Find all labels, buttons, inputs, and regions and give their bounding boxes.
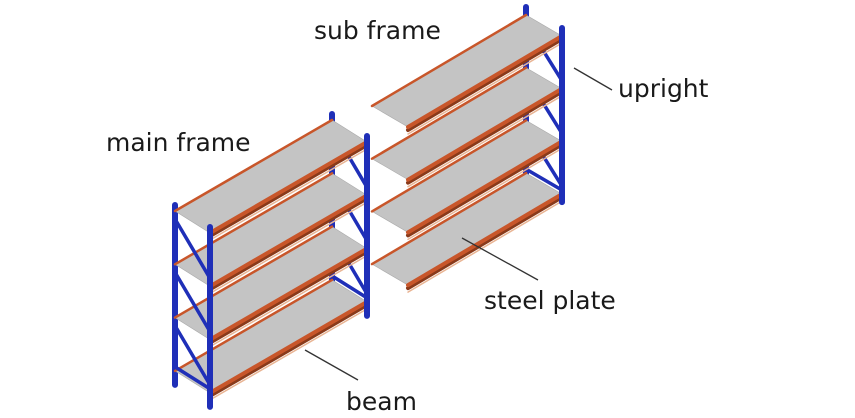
upright-brace (173, 323, 212, 387)
beam-back (173, 225, 334, 319)
beam-front-shadow (406, 142, 564, 238)
beam-front (406, 139, 564, 235)
beam-front (406, 86, 564, 182)
beam-front-shadow (208, 143, 369, 238)
beam-front-shadow (406, 89, 564, 185)
beam-front (406, 192, 564, 288)
upright-brace (173, 270, 212, 334)
beam-highlight (407, 94, 563, 188)
upright-label: upright (618, 74, 709, 103)
beam-front (208, 299, 369, 395)
sub-frame-rack (370, 4, 565, 293)
beam-back (173, 278, 334, 373)
upright-brace (173, 365, 212, 391)
beam-front (208, 246, 369, 342)
upright-brace (330, 274, 369, 300)
beam-front (208, 140, 369, 235)
beam-highlight (209, 148, 368, 241)
beam-leader-line (304, 349, 359, 381)
beam-back (173, 118, 334, 213)
beam-highlight (209, 201, 368, 295)
beam-back (370, 119, 528, 213)
beam-front-shadow (208, 196, 369, 292)
beam-front-shadow (208, 249, 369, 345)
beam-front-shadow (208, 302, 369, 398)
beam-highlight (407, 200, 563, 293)
steel-plate-label: steel plate (484, 286, 616, 315)
upright-brace (173, 217, 212, 281)
beam-highlight (407, 42, 563, 135)
beam-label: beam (346, 387, 417, 416)
beam-back (173, 172, 334, 266)
beam-front-shadow (406, 37, 564, 132)
steel-plate-leader-line (461, 237, 539, 281)
upright-brace (524, 167, 564, 192)
beam-highlight (209, 308, 368, 401)
main-frame-rack (172, 111, 370, 410)
beam-back (370, 66, 528, 160)
upright-leader-line (573, 67, 613, 91)
beam-front-shadow (406, 195, 564, 291)
beam-highlight (407, 147, 563, 241)
beam-front (406, 34, 564, 129)
beam-highlight (209, 254, 368, 348)
sub-frame-label: sub frame (314, 16, 441, 45)
beam-back (370, 13, 528, 108)
leader-lines (304, 67, 613, 381)
beam-front (208, 193, 369, 289)
main-frame-label: main frame (106, 128, 251, 157)
beam-back (370, 171, 528, 266)
